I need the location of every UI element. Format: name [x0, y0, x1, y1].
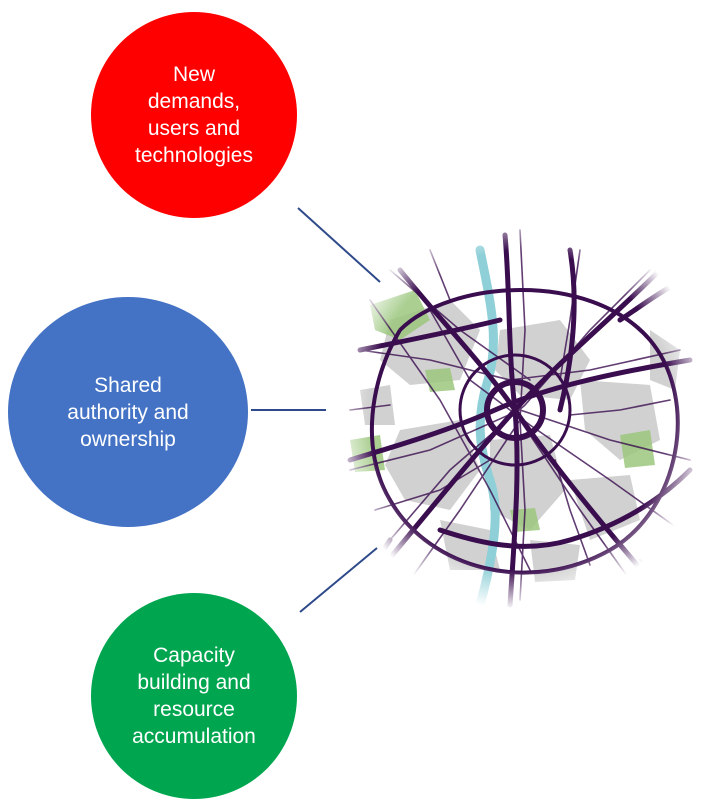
node-capacity-building: Capacity building and resource accumulat…	[91, 593, 297, 799]
city-transport-network-map-icon	[347, 229, 703, 610]
connector-bot	[299, 547, 378, 613]
node-capacity-building-label: Capacity building and resource accumulat…	[132, 644, 256, 748]
node-shared-authority: Shared authority and ownership	[8, 297, 248, 527]
connector-top	[297, 207, 381, 283]
node-new-demands: New demands, users and technologies	[91, 12, 297, 218]
node-shared-authority-label: Shared authority and ownership	[67, 373, 189, 451]
node-new-demands-label: New demands, users and technologies	[135, 63, 253, 167]
